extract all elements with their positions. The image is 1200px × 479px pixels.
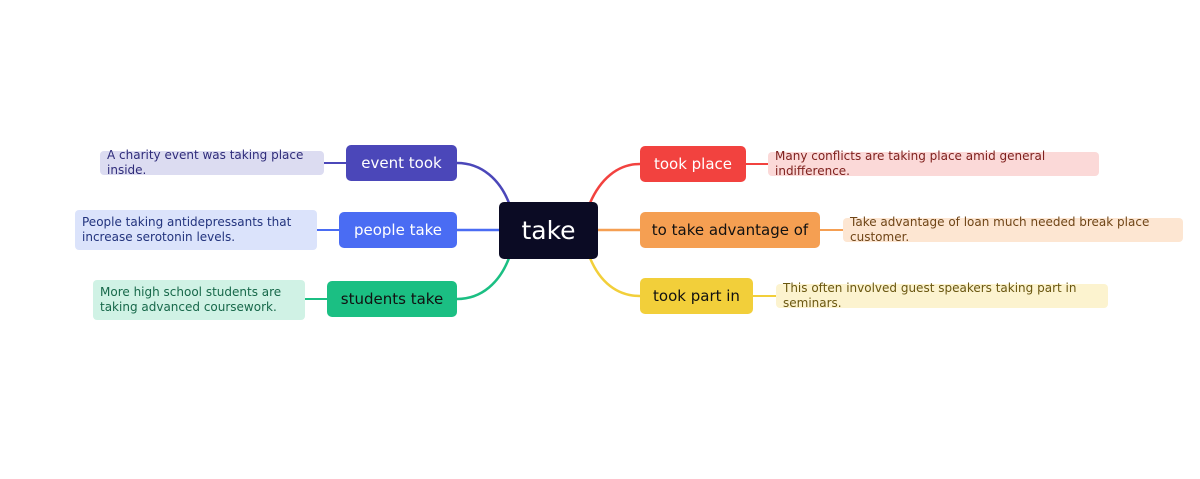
branch-people-take[interactable]: people take [339,212,457,248]
branch-took-place[interactable]: took place [640,146,746,182]
connector-event-took [456,161,511,204]
note-to-take-advantage-of[interactable]: Take advantage of loan much needed break… [843,215,1183,244]
note-people-take[interactable]: People taking antidepressants that incre… [75,210,317,250]
connector-took-place [588,162,641,204]
connector-took-part [588,257,641,298]
branch-took-part-in[interactable]: took part in [640,278,753,314]
center-topic[interactable]: take [499,202,598,259]
branch-event-took[interactable]: event took [346,145,457,181]
note-students-take[interactable]: More high school students are taking adv… [93,280,305,320]
note-event-took[interactable]: A charity event was taking place inside. [100,148,324,177]
connector-students-take [456,257,511,301]
note-took-place[interactable]: Many conflicts are taking place amid gen… [768,149,1099,178]
branch-students-take[interactable]: students take [327,281,457,317]
note-took-part-in[interactable]: This often involved guest speakers takin… [776,281,1108,310]
branch-to-take-advantage-of[interactable]: to take advantage of [640,212,820,248]
